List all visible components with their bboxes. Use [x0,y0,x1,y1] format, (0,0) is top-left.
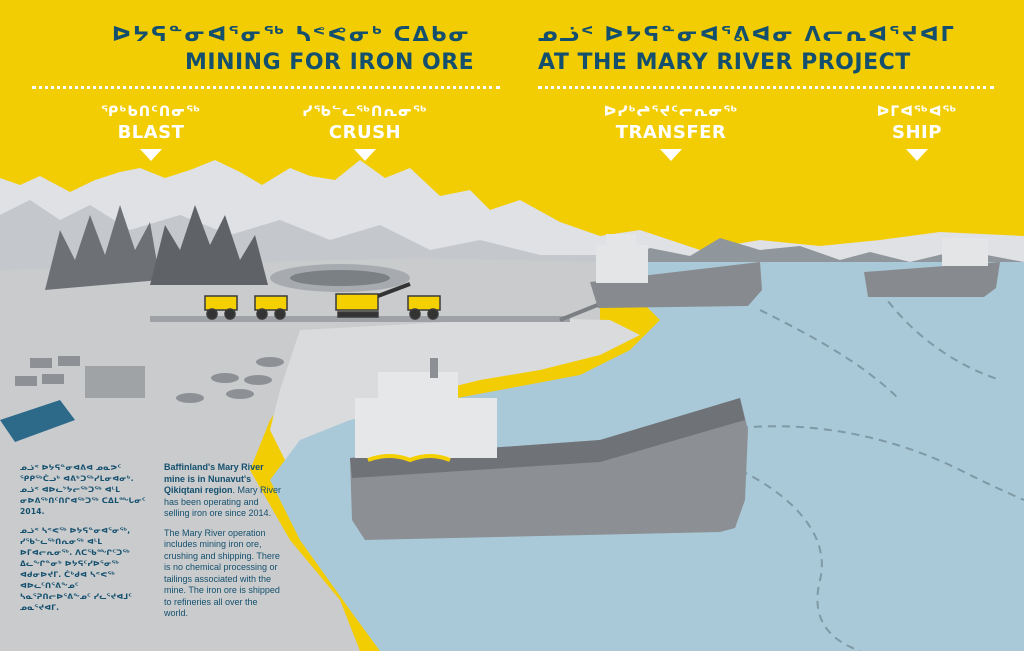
step-blast-label: BLAST [117,122,185,143]
step-transfer: ᐅᓯᒃᖠᕐᔪᑦᓕᕆᓂᖅ TRANSFER [581,104,761,161]
body-syllabics: ᓄᓘᑉ ᐅᔭᕋᓐᓂᐊᕕᐊ ᓄᓇᕗᑦ ᕿᑭᖅᑖᓗᒃ ᐊᕕᒃᑐᖅᓯᒪᓂᐊᓂᒃ. ᓄᓘ… [20,462,152,621]
chevron-down-icon [354,149,376,161]
body-english-para2: The Mary River operation includes mining… [164,527,280,619]
crusher [335,282,411,318]
step-transfer-syllabics: ᐅᓯᒃᖠᕐᔪᑦᓕᕆᓂᖅ [603,104,739,120]
title-english-right: AT THE MARY RIVER PROJECT [538,50,911,75]
camp-buildings [0,356,284,442]
step-blast: ᕿᒃᑲᑎᑦᑎᓂᖅ BLAST [101,104,201,161]
step-crush: ᓯᖃᓪᓚᖅᑎᕆᓂᖅ CRUSH [295,104,435,161]
chevron-down-icon [140,149,162,161]
step-transfer-label: TRANSFER [615,122,727,143]
step-ship-label: SHIP [892,122,942,143]
divider-dotted-left [32,86,500,89]
body-syllabics-para2: ᓄᓘᑉ ᓴᕝᕙᖅ ᐅᔭᕋᓐᓂᐊᕐᓂᖅ, ᓯᖃᓪᓚᖅᑎᕆᓂᖅ ᐊᒻᒪ ᐅᒥᐊᓕᕆᓂ… [20,526,133,612]
body-english-lead: Baffinland's Mary River mine is in Nunav… [164,462,264,495]
haul-road [150,316,570,322]
body-english-lead-rest: . Mary River has been operating and sell… [164,485,282,518]
distant-ship [864,238,1000,297]
shipping-route [879,289,1001,381]
step-crush-syllabics: ᓯᖃᓪᓚᖅᑎᕆᓂᖅ [302,104,428,120]
body-english: Baffinland's Mary River mine is in Nunav… [164,462,282,628]
shipping-route [759,309,901,401]
bulk-carrier [350,358,748,540]
shoreline [270,318,640,470]
title-syllabics-right: ᓄᓘᑉ ᐅᔭᕋᓐᓂᐊᕐᕕᐊᓂ ᐱᓕᕆᐊᕐᔪᐊᒥ [538,22,956,46]
body-english-para1: Baffinland's Mary River mine is in Nunav… [164,462,282,520]
chevron-down-icon [660,149,682,161]
divider-dotted-right [538,86,994,89]
shipping-route [739,469,861,651]
title-english-left: MINING FOR IRON ORE [185,50,475,75]
step-blast-syllabics: ᕿᒃᑲᑎᑦᑎᓂᖅ [101,104,201,120]
step-ship-syllabics: ᐅᒥᐊᖅᐊᖅ [876,104,958,120]
shipping-route [739,425,1024,501]
transfer-ship [590,234,762,308]
step-ship: ᐅᒥᐊᖅᐊᖅ SHIP [857,104,977,161]
chevron-down-icon [906,149,928,161]
blast-smoke [45,205,268,290]
title-syllabics-left: ᐅᔭᕋᓐᓂᐊᕐᓂᖅ ᓴᕝᕙᓂᒃ ᑕᐃᑲᓂ [112,22,472,46]
ground-plain [0,258,600,651]
body-syllabics-para1: ᓄᓘᑉ ᐅᔭᕋᓐᓂᐊᕕᐊ ᓄᓇᕗᑦ ᕿᑭᖅᑖᓗᒃ ᐊᕕᒃᑐᖅᓯᒪᓂᐊᓂᒃ. ᓄᓘ… [20,463,146,516]
haul-trucks [204,295,441,320]
step-crush-label: CRUSH [328,122,402,143]
